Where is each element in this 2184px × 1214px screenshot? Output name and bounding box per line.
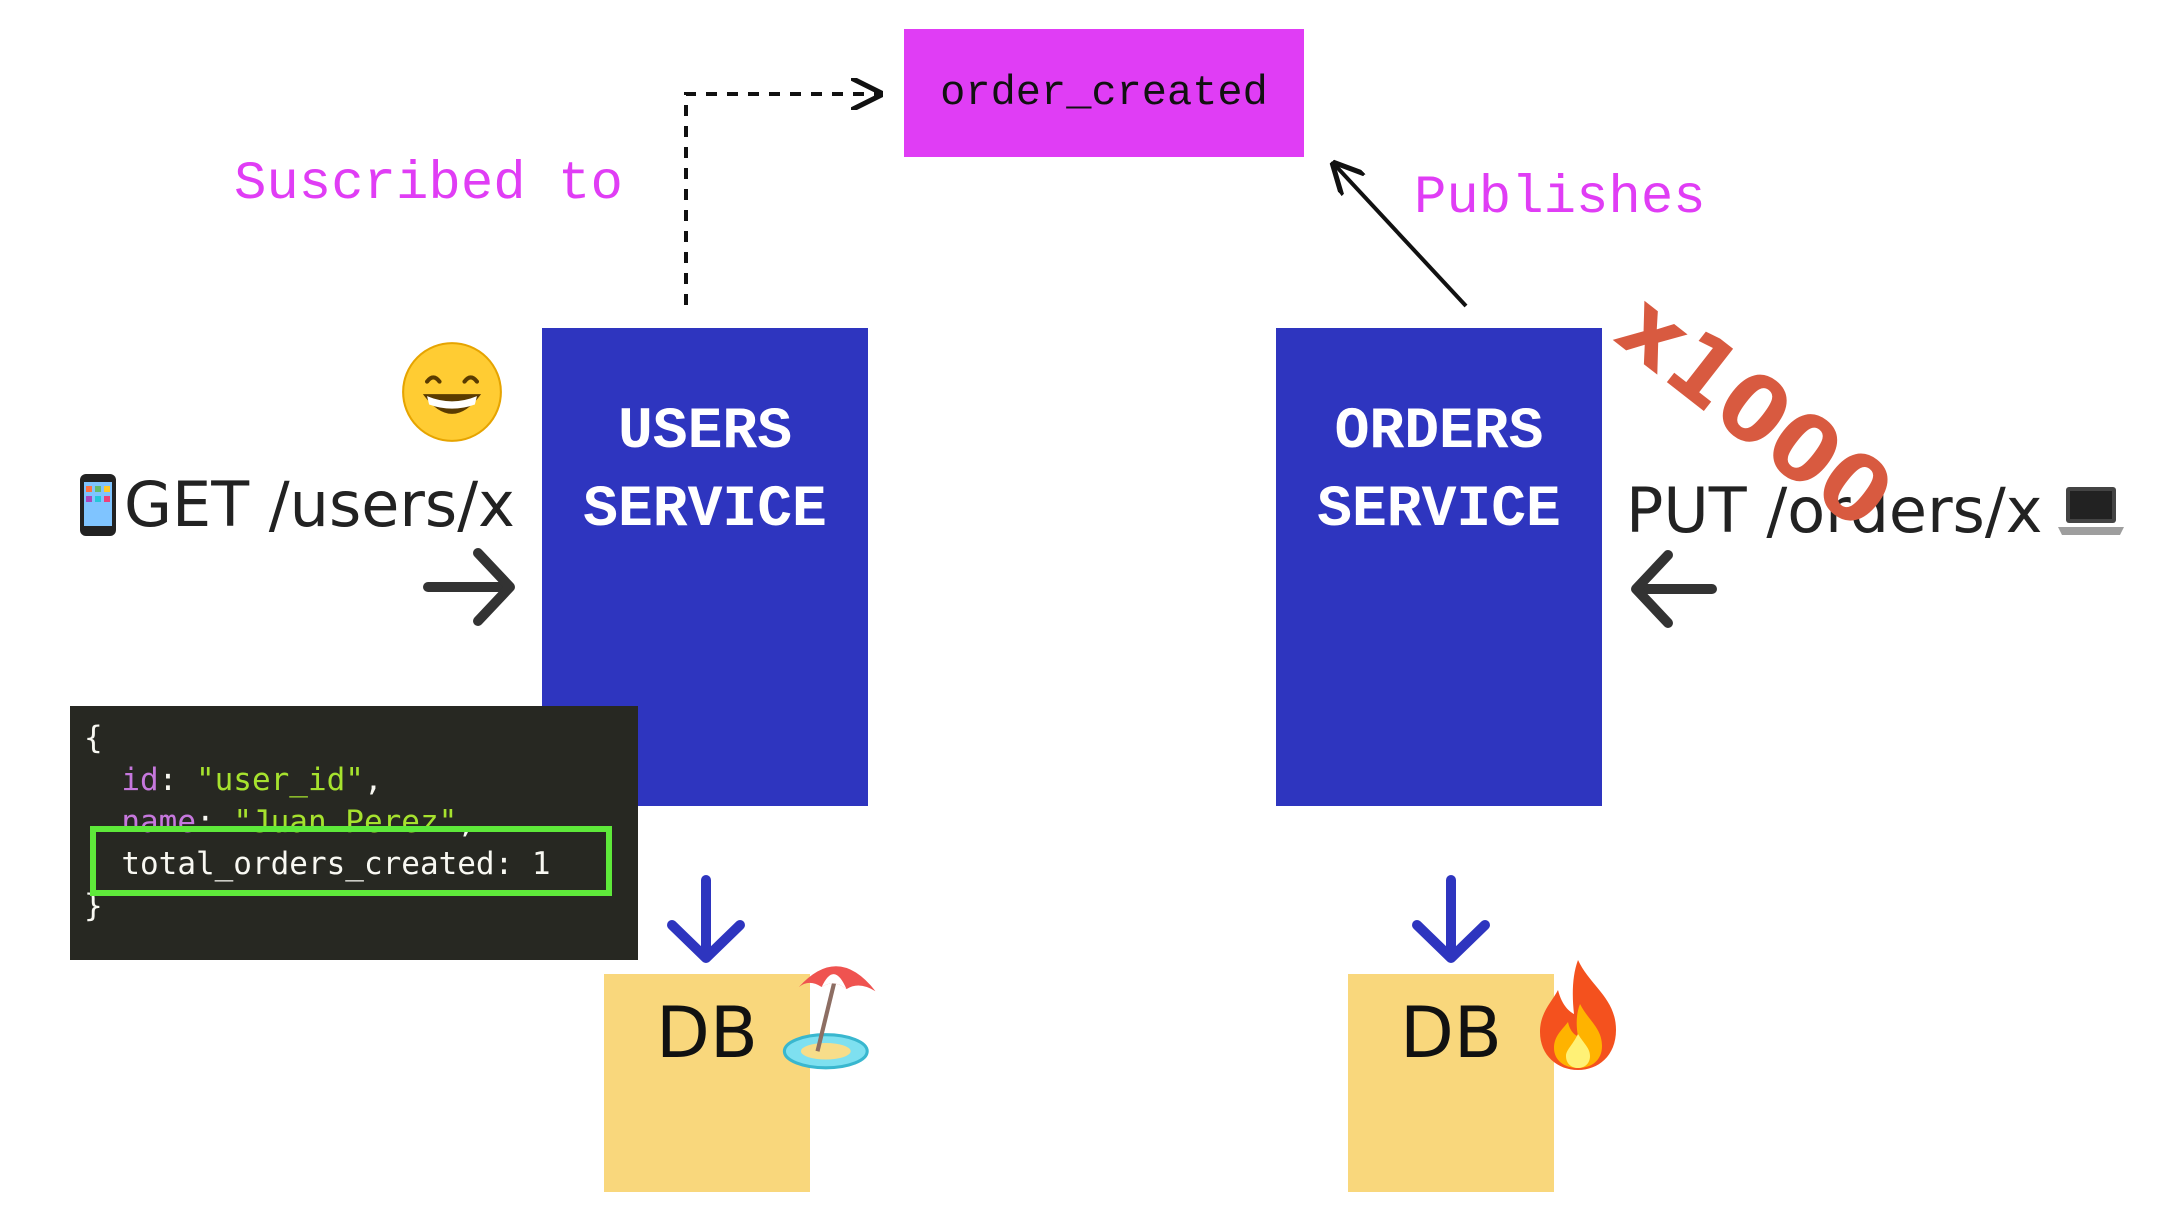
orders-db: DB bbox=[1348, 974, 1554, 1192]
users-request: GET /users/x bbox=[78, 468, 515, 541]
users-service-line2: SERVICE bbox=[583, 478, 827, 543]
laptop-icon bbox=[2058, 486, 2125, 535]
code-line-close: } bbox=[84, 888, 103, 924]
orders-request: PUT /orders/x bbox=[1626, 474, 2126, 547]
orders-db-arrow bbox=[1412, 875, 1490, 963]
users-db: DB bbox=[604, 974, 810, 1192]
users-db-label: DB bbox=[656, 992, 758, 1074]
code-line-name: name: "Juan Perez", bbox=[121, 804, 476, 840]
fire-icon bbox=[1528, 956, 1628, 1078]
publish-arrow bbox=[1334, 164, 1468, 308]
grinning-face-icon bbox=[400, 340, 504, 448]
beach-umbrella-icon bbox=[780, 956, 884, 1078]
orders-request-text: PUT /orders/x bbox=[1626, 474, 2043, 547]
users-db-arrow bbox=[667, 875, 745, 963]
mobile-phone-icon bbox=[80, 473, 116, 536]
highlight-box bbox=[90, 826, 612, 896]
publishes-label: Publishes bbox=[1414, 168, 1706, 229]
topic-label: order_created bbox=[940, 69, 1268, 117]
orders-request-arrow bbox=[1631, 550, 1717, 628]
users-request-text: GET /users/x bbox=[124, 468, 515, 541]
orders-service-line1: ORDERS bbox=[1334, 400, 1544, 465]
code-line-open: { bbox=[84, 720, 103, 756]
code-line-total-orders: total_orders_created: 1 bbox=[121, 846, 551, 882]
users-service: USERS SERVICE bbox=[542, 328, 868, 806]
orders-service-line2: SERVICE bbox=[1317, 478, 1561, 543]
subscribed-label: Suscribed to bbox=[234, 154, 623, 215]
users-request-arrow bbox=[423, 548, 515, 626]
code-line-id: id: "user_id", bbox=[121, 762, 383, 798]
users-service-line1: USERS bbox=[617, 400, 793, 465]
user-record-snippet: { id: "user_id", name: "Juan Perez", tot… bbox=[70, 706, 638, 960]
subscription-dashed-arrow bbox=[684, 94, 880, 305]
orders-db-label: DB bbox=[1400, 992, 1502, 1074]
orders-service: ORDERS SERVICE bbox=[1276, 328, 1602, 806]
order-created-topic: order_created bbox=[904, 29, 1304, 157]
